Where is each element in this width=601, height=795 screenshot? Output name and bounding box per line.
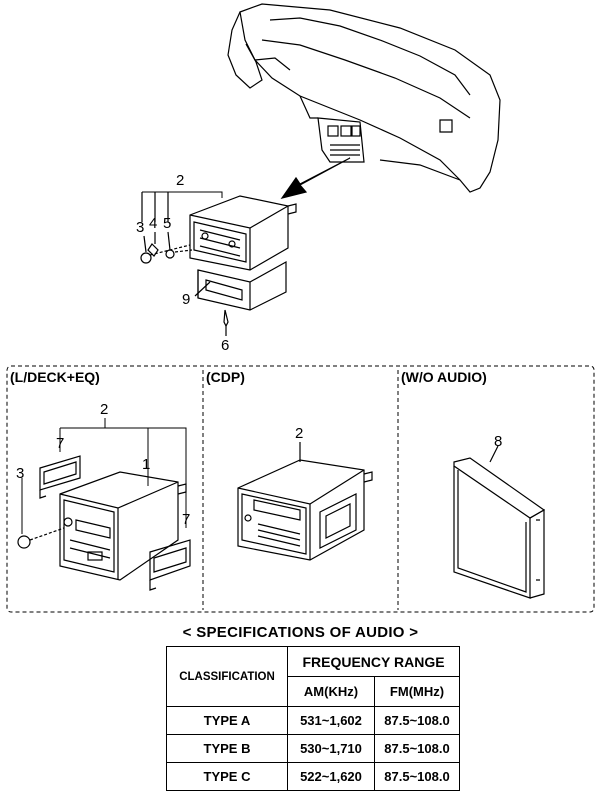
am-cell: 522~1,620: [287, 762, 375, 791]
section-label-cdp: (CDP): [206, 369, 245, 385]
fm-header: FM(MHz): [374, 676, 460, 707]
section-box-ldeck: [6, 365, 595, 613]
callout-3-top: 3: [136, 219, 144, 236]
table-row: TYPE C 522~1,620 87.5~108.0: [166, 762, 460, 791]
type-cell: TYPE A: [166, 706, 288, 735]
callout-4-top: 4: [149, 215, 157, 232]
callout-2-ldeck: 2: [100, 401, 108, 418]
wo-audio-bracket: [453, 445, 546, 599]
fm-cell: 87.5~108.0: [374, 762, 460, 791]
callout-7a-ldeck: 7: [56, 435, 64, 452]
section-label-wo-audio: (W/O AUDIO): [401, 369, 487, 385]
fm-cell: 87.5~108.0: [374, 706, 460, 735]
specifications-table: CLASSIFICATION FREQUENCY RANGE AM(KHz) F…: [166, 646, 460, 791]
callout-9-top: 9: [182, 291, 190, 308]
specifications-title: < SPECIFICATIONS OF AUDIO >: [182, 624, 419, 641]
cdp-unit: [237, 442, 373, 561]
callout-2-top: 2: [176, 172, 184, 189]
parts-diagram: 2 3 4 5 9 6 (L/DECK+EQ) (CDP) (W/O AUDIO…: [6, 3, 595, 613]
ldeck-unit: [17, 455, 191, 591]
callout-2-cdp: 2: [295, 425, 303, 442]
callout-6-top: 6: [221, 337, 229, 354]
callout-1-ldeck: 1: [142, 456, 150, 473]
frequency-range-header: FREQUENCY RANGE: [287, 646, 460, 677]
am-cell: 530~1,710: [287, 734, 375, 763]
am-cell: 531~1,602: [287, 706, 375, 735]
callout-5-top: 5: [163, 215, 171, 232]
table-row: TYPE A 531~1,602 87.5~108.0: [166, 706, 460, 735]
dashboard-illustration: [227, 3, 501, 193]
type-cell: TYPE B: [166, 734, 288, 763]
classification-header: CLASSIFICATION: [166, 646, 288, 707]
location-arrow: [280, 157, 351, 199]
callout-8-wo-audio: 8: [494, 433, 502, 450]
callout-7b-ldeck: 7: [182, 511, 190, 528]
am-header: AM(KHz): [287, 676, 375, 707]
table-row: TYPE B 530~1,710 87.5~108.0: [166, 734, 460, 763]
section-label-ldeck: (L/DECK+EQ): [10, 369, 100, 385]
fm-cell: 87.5~108.0: [374, 734, 460, 763]
type-cell: TYPE C: [166, 762, 288, 791]
callout-3-ldeck: 3: [16, 465, 24, 482]
